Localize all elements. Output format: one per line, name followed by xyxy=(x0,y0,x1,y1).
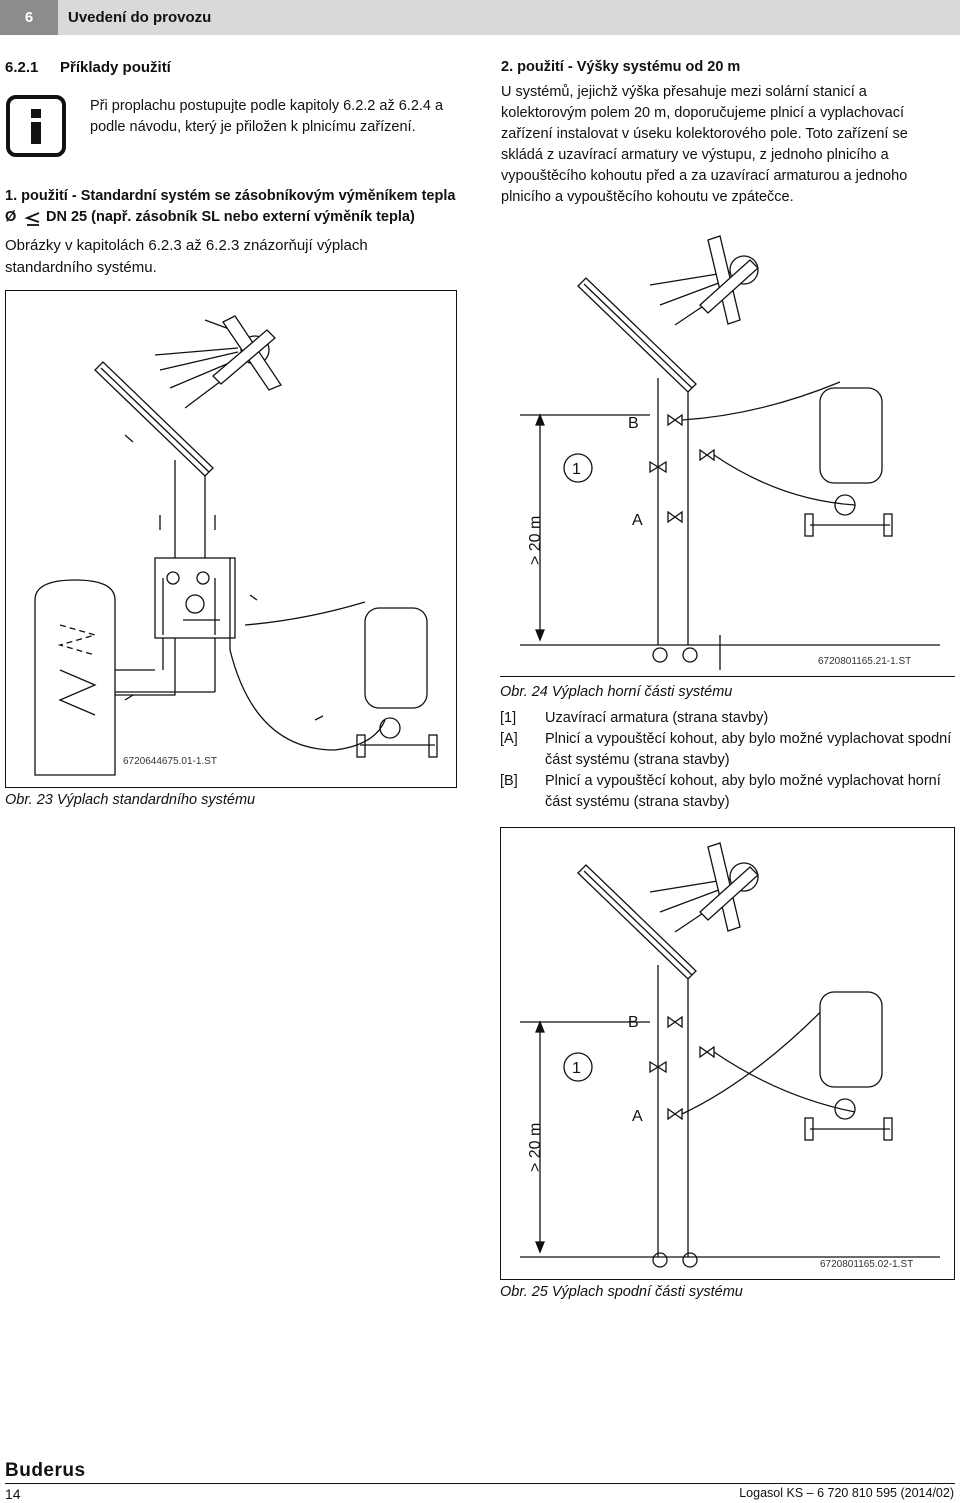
less-or-equal-icon xyxy=(24,212,40,226)
use2-text: U systémů, jejichž výška přesahuje mezi … xyxy=(501,84,908,205)
drain-cock-b xyxy=(667,413,683,427)
pump-icon-2 xyxy=(379,717,401,739)
figure-25-caption: Obr. 25 Výplach spodní části systému xyxy=(500,1284,743,1300)
info-icon xyxy=(6,95,66,157)
label-a-24: A xyxy=(632,512,643,529)
figure-23-frame xyxy=(5,290,457,788)
use1-text: Obrázky v kapitolách 6.2.3 až 6.2.3 znáz… xyxy=(5,237,368,276)
section-title: Příklady použití xyxy=(60,59,171,76)
legend-key-a: [A] xyxy=(500,731,518,747)
label-1-25: 1 xyxy=(572,1060,581,1077)
use1-heading-line1: 1. použití - Standardní systém se zásobn… xyxy=(5,188,456,204)
label-a-25: A xyxy=(632,1108,643,1125)
figure-24-caption: Obr. 24 Výplach horní části systému xyxy=(500,684,733,700)
chapter-number: 6 xyxy=(0,0,58,35)
storage-tank xyxy=(34,579,116,776)
figure-24-diagram: B 1 A > 20 m 6720801165.21-1.ST xyxy=(520,235,940,670)
shutoff-valve-1-25 xyxy=(649,1060,667,1074)
legend-text-a: Plnicí a vypouštěcí kohout, aby bylo mož… xyxy=(545,731,952,768)
sun-icon-24 xyxy=(729,255,759,285)
drain-cock-a xyxy=(667,510,683,524)
use1-heading-line2: DN 25 (např. zásobník SL nebo externí vý… xyxy=(46,209,415,225)
info-note: Při proplachu postupujte podle kapitoly … xyxy=(90,98,444,135)
document-reference: Logasol KS – 6 720 810 595 (2014/02) xyxy=(739,1486,954,1500)
label-b-25: B xyxy=(628,1014,639,1031)
height-label-24: > 20 m xyxy=(527,516,544,565)
pump-icon xyxy=(185,594,205,614)
figure-24-ref: 6720801165.21-1.ST xyxy=(818,656,911,667)
label-1-24: 1 xyxy=(572,461,581,478)
shutoff-valve-1 xyxy=(649,460,667,474)
figure-25-diagram: B 1 A > 20 m 6720801165.02-1.ST xyxy=(520,842,940,1270)
figure-24-rule xyxy=(500,676,955,677)
chapter-header-bar xyxy=(0,0,960,35)
use2-heading: 2. použití - Výšky systému od 20 m xyxy=(501,59,741,75)
height-label-25: > 20 m xyxy=(527,1123,544,1172)
legend-key-1: [1] xyxy=(500,710,517,726)
figure-25-frame xyxy=(500,827,955,1280)
solar-station xyxy=(154,557,236,639)
flushing-unit-24 xyxy=(819,387,883,484)
flushing-unit-25 xyxy=(819,991,883,1088)
legend-key-b: [B] xyxy=(500,773,518,789)
footer-rule xyxy=(5,1483,955,1484)
figure-25-ref: 6720801165.02-1.ST xyxy=(820,1259,913,1270)
chapter-title: Uvedení do provozu xyxy=(68,9,212,26)
figure-23-diagram: 6720644675.01-1.ST xyxy=(34,315,438,776)
figure-23-caption: Obr. 23 Výplach standardního systému xyxy=(5,792,256,808)
use1-heading-symbol: Ø xyxy=(5,209,17,225)
label-b-24: B xyxy=(628,415,639,432)
legend-text-1: Uzavírací armatura (strana stavby) xyxy=(545,710,769,726)
section-number: 6.2.1 xyxy=(5,59,39,76)
legend-text-b: Plnicí a vypouštěcí kohout, aby bylo mož… xyxy=(545,773,941,810)
buderus-logo: Buderus xyxy=(5,1460,86,1481)
figure-23-ref: 6720644675.01-1.ST xyxy=(123,756,217,767)
flushing-unit xyxy=(364,607,428,709)
page-number: 14 xyxy=(5,1486,21,1502)
